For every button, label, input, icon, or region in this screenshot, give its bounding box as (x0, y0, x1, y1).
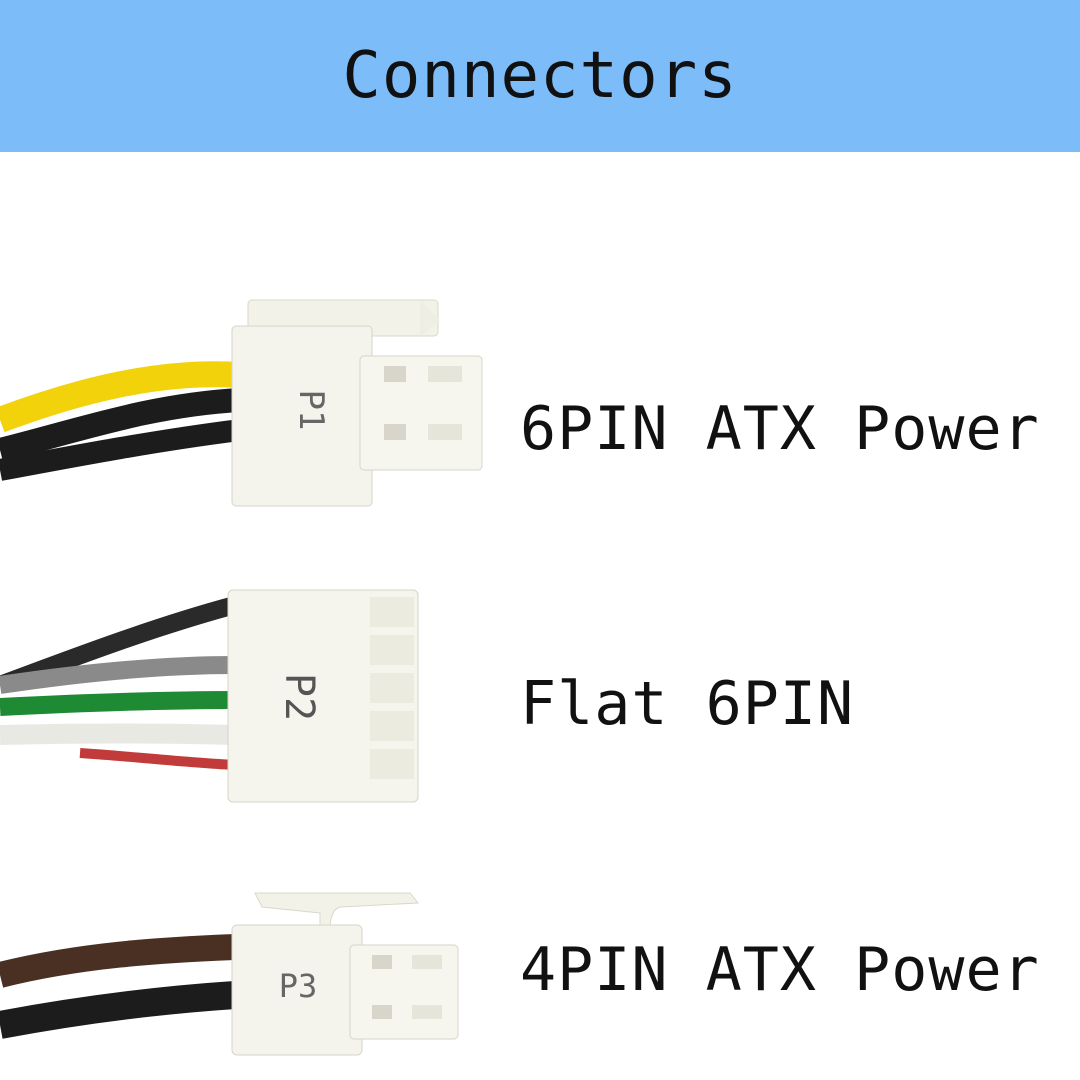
connector-p1-image: P1 (0, 299, 483, 507)
connector-p1-label: 6PIN ATX Power (520, 394, 1040, 464)
connector-p3-image: P3 (0, 892, 459, 1056)
header-banner: Connectors (0, 0, 1080, 152)
connector-p3-label: 4PIN ATX Power (520, 935, 1040, 1005)
connector-p3-marking: P3 (279, 967, 318, 1005)
connector-p1-marking: P1 (291, 390, 331, 431)
connector-p1: P1 6PIN ATX Power (0, 290, 1080, 520)
connector-p2: P2 Flat 6PIN (0, 585, 1080, 815)
connector-p3: P3 4PIN ATX Power (0, 885, 1080, 1060)
connector-p2-marking: P2 (276, 673, 322, 721)
connector-p2-image: P2 (0, 589, 419, 803)
connector-p2-label: Flat 6PIN (520, 669, 855, 739)
page-title: Connectors (342, 39, 738, 113)
